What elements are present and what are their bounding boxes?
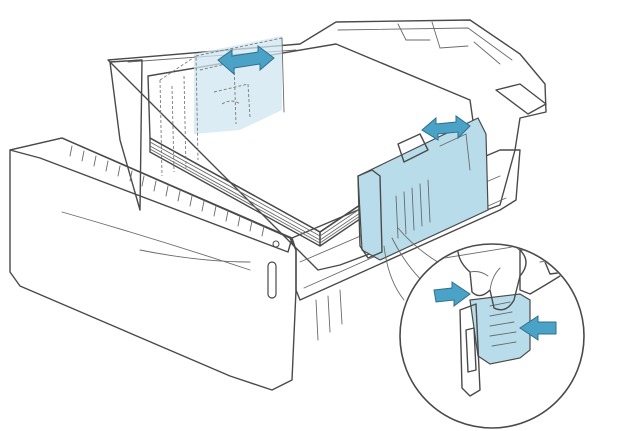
left-guide-double-arrow	[217, 45, 275, 76]
tray-handle-slot	[267, 261, 277, 299]
squeeze-arrow-left	[433, 281, 471, 307]
right-guide-double-arrow	[421, 115, 471, 141]
detail-zoom-callout	[399, 243, 585, 429]
front-panel-ribs	[69, 145, 265, 237]
right-paper-guide	[357, 117, 489, 261]
squeeze-arrow-right	[519, 315, 557, 341]
